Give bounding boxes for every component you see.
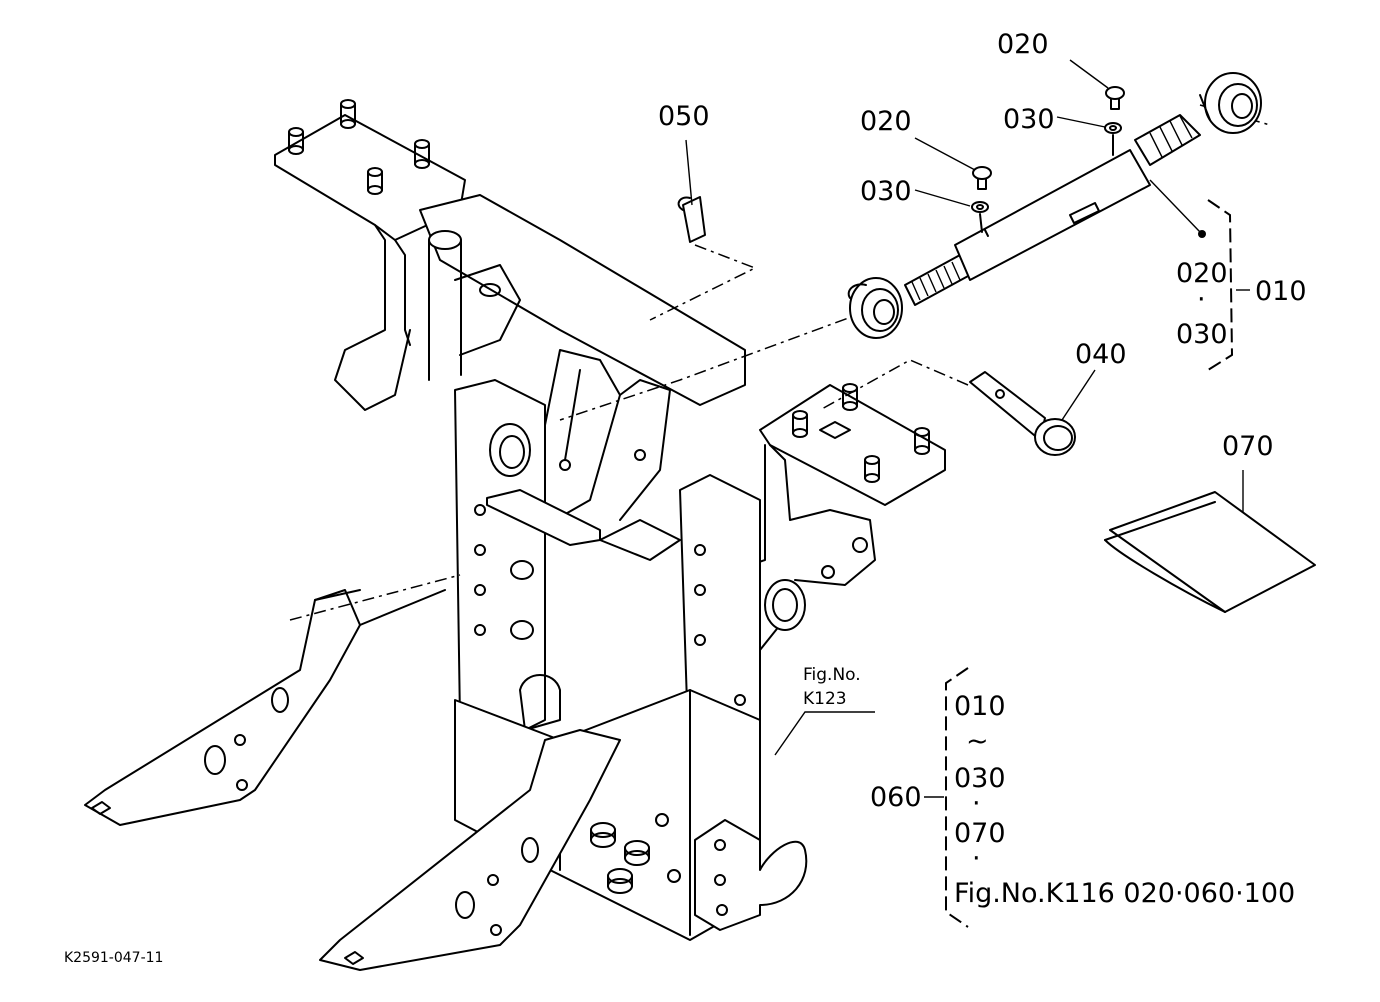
fig-ref-line1: Fig.No. (803, 665, 861, 685)
label-group-060: 060 (870, 782, 922, 813)
label-group-060-030: 030 (954, 763, 1006, 794)
label-group-010-030: 030 (1176, 319, 1228, 350)
label-group-060-tilde: ~ (966, 726, 989, 757)
top-link-assembly (559, 72, 1271, 421)
fig-ref-line2: K123 (803, 689, 847, 709)
label-050: 050 (658, 101, 710, 132)
label-group-060-dot-2: · (972, 843, 981, 874)
label-030-top: 030 (1003, 104, 1055, 135)
leader-lines (685, 59, 1250, 798)
operators-manual-070 (1104, 491, 1316, 613)
label-070: 070 (1222, 431, 1274, 462)
group-060-bracket (945, 667, 969, 928)
group-010-bracket (1207, 199, 1234, 371)
label-group-010-dot: · (1197, 284, 1206, 315)
top-link-pin-040 (819, 359, 1076, 456)
label-030-mid: 030 (860, 176, 912, 207)
label-group-060-010: 010 (954, 691, 1006, 722)
label-020-mid: 020 (860, 106, 912, 137)
lynch-pin-050 (649, 196, 757, 321)
label-020-top: 020 (997, 29, 1049, 60)
label-040: 040 (1075, 339, 1127, 370)
leader-dot (1198, 230, 1206, 238)
main-frame (84, 99, 946, 971)
label-group-060-dot-1: · (972, 788, 981, 819)
label-group-010: 010 (1255, 276, 1307, 307)
drawing-code: K2591-047-11 (64, 950, 163, 966)
label-group-060-ref: Fig.No.K116 020·060·100 (954, 878, 1295, 909)
part-labels: 020 030 020 030 050 040 070 010 020 · 03… (64, 29, 1307, 966)
label-group-060-070: 070 (954, 818, 1006, 849)
label-group-010-020: 020 (1176, 258, 1228, 289)
